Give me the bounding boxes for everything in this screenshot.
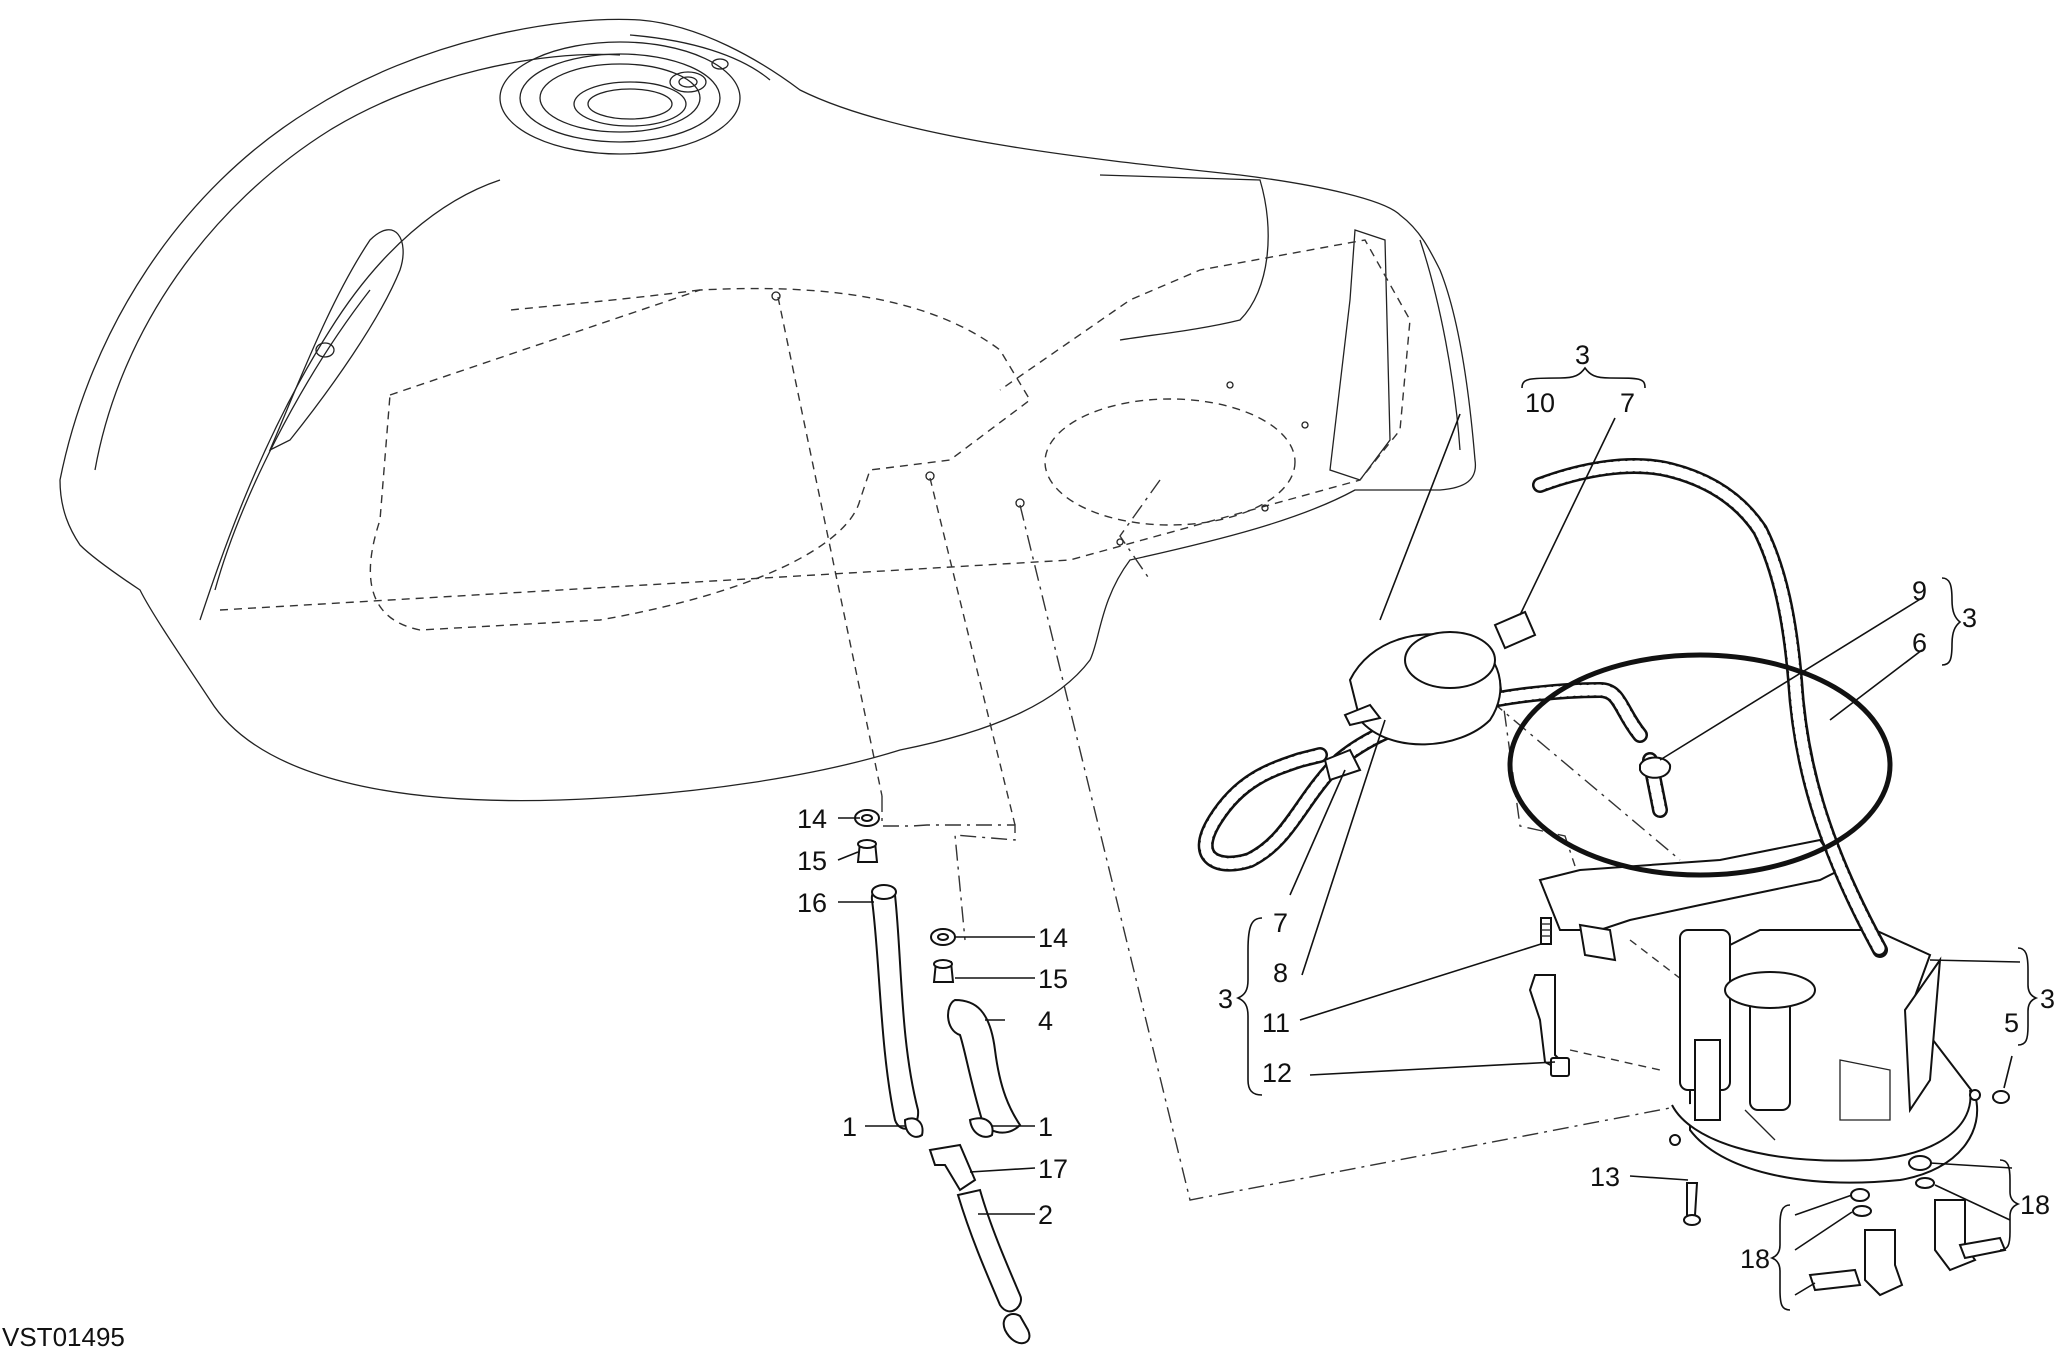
callout-9: 9	[1912, 576, 1927, 606]
callout-1a: 1	[842, 1112, 857, 1142]
callout-13: 13	[1590, 1162, 1620, 1192]
fuel-hoses	[1197, 458, 1888, 958]
callout-labels: 14 15 16 14 15 4 1 1 17 2 3 10 7 9 3 6 7…	[797, 340, 2055, 1274]
fuel-tank	[59, 18, 1477, 802]
leader-lines	[837, 413, 2021, 1296]
callout-15b: 15	[1038, 964, 1068, 994]
callout-5: 5	[2004, 1008, 2019, 1038]
callout-3-right: 3	[2040, 984, 2055, 1014]
callout-12: 12	[1262, 1058, 1292, 1088]
callout-14a: 14	[797, 804, 827, 834]
callout-11: 11	[1262, 1008, 1290, 1038]
callout-8: 8	[1273, 958, 1288, 988]
callout-18-right: 18	[2020, 1190, 2050, 1220]
diagram-code: VST01495	[2, 1322, 125, 1352]
callout-18-left: 18	[1740, 1244, 1770, 1274]
callout-15a: 15	[797, 846, 827, 876]
callout-3-left: 3	[1218, 984, 1233, 1014]
braces	[1235, 366, 2039, 1311]
breather-hoses	[854, 809, 1031, 1345]
callout-3-top: 3	[1575, 340, 1590, 370]
callout-14b: 14	[1038, 923, 1068, 953]
callout-2: 2	[1038, 1200, 1053, 1230]
callout-7-left: 7	[1273, 908, 1288, 938]
o-ring-seal	[1507, 652, 1893, 878]
callout-17: 17	[1038, 1154, 1068, 1184]
callout-4: 4	[1038, 1006, 1053, 1036]
callout-16: 16	[797, 888, 827, 918]
callout-7-top: 7	[1620, 388, 1635, 418]
fuel-pump-assembly	[1528, 838, 2010, 1297]
filler-cap	[499, 41, 741, 155]
callout-6: 6	[1912, 628, 1927, 658]
fuel-filter	[1323, 610, 1537, 782]
callout-10: 10	[1525, 388, 1555, 418]
callout-3-ring: 3	[1962, 603, 1977, 633]
callout-1b: 1	[1038, 1112, 1053, 1142]
